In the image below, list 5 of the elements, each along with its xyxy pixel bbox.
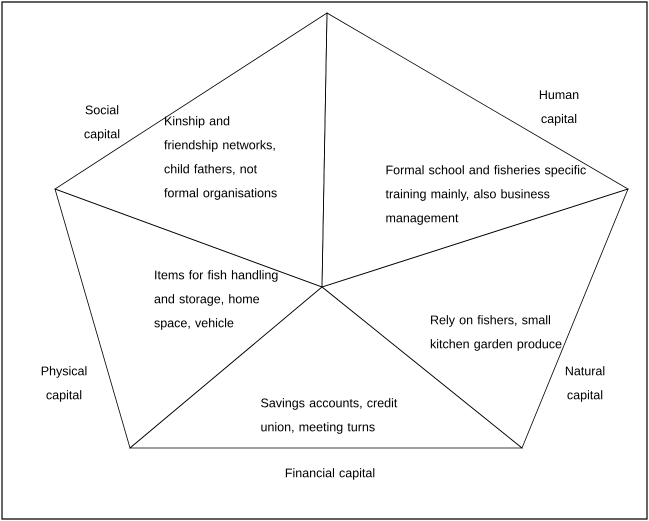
- capital-label: Physical capital: [42, 366, 86, 402]
- capital-label: Natural capital: [566, 366, 604, 402]
- capital-label: Social capital: [84, 105, 120, 141]
- capital-label: Financial capital: [286, 468, 374, 480]
- capital-label: Human capital: [540, 90, 578, 126]
